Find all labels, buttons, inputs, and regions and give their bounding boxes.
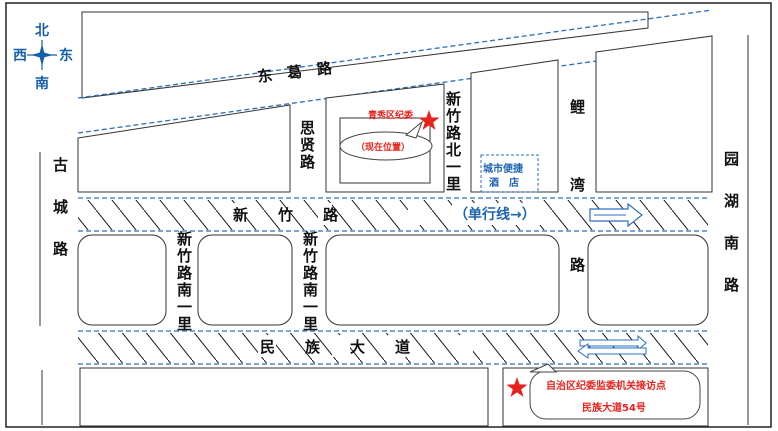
map-frame: [5, 2, 772, 428]
block-south-2: [197, 234, 293, 326]
xinzhu-road-label: 新 竹 路: [233, 206, 339, 224]
reception-label: 自治区纪委监委机关接访点: [546, 379, 666, 392]
block-bottom-west: [79, 367, 489, 427]
block-hotel: [470, 59, 559, 193]
one-way-arrow-icon: [589, 202, 643, 228]
top-block: [81, 11, 649, 99]
two-way-arrow-icon: [577, 334, 647, 359]
liwan-road-label: 鲤湾路: [569, 98, 586, 274]
block-gucheng-sixian: [77, 104, 291, 193]
qingxiu-label: 青秀区纪委: [368, 109, 414, 121]
block-south-3: [325, 234, 560, 326]
yuanhu-south-road-label: 园湖南路: [724, 150, 740, 294]
hotel-outline: [480, 154, 539, 193]
reception-address: 民族大道54号: [582, 401, 646, 414]
xinzhu-north-lane-label: 新竹路北一里: [445, 90, 462, 193]
donge-road-edge-top: [77, 9, 713, 99]
compass-star-icon: [27, 40, 57, 70]
block-south-1: [77, 234, 167, 326]
block-liwan-east: [595, 35, 713, 193]
reception-callout: [529, 363, 701, 420]
xinzhu-south-lane-2-label: 新竹路南一里: [302, 230, 319, 333]
sixian-road-label: 思贤路: [300, 119, 316, 171]
compass-north: 北: [35, 23, 49, 39]
minzu-road-label: 民 族 大 道: [260, 338, 410, 356]
current-location-label: （现在位置）: [356, 141, 410, 153]
red-star-icon: [418, 110, 440, 130]
one-way-label: （单行线→）: [454, 206, 536, 223]
qingxiu-callout: [339, 120, 433, 161]
red-star-icon: [506, 377, 528, 397]
compass-west: 西: [13, 48, 27, 64]
compass-south: 南: [35, 75, 49, 92]
hotel-label: 城市便捷酒 店: [483, 162, 524, 189]
compass-east: 东: [59, 47, 73, 64]
xinzhu-south-lane-1-label: 新竹路南一里: [176, 230, 193, 333]
gucheng-road-label: 古城路: [53, 156, 69, 258]
block-south-4: [587, 234, 709, 326]
donge-road-edge-bottom: [77, 44, 713, 134]
